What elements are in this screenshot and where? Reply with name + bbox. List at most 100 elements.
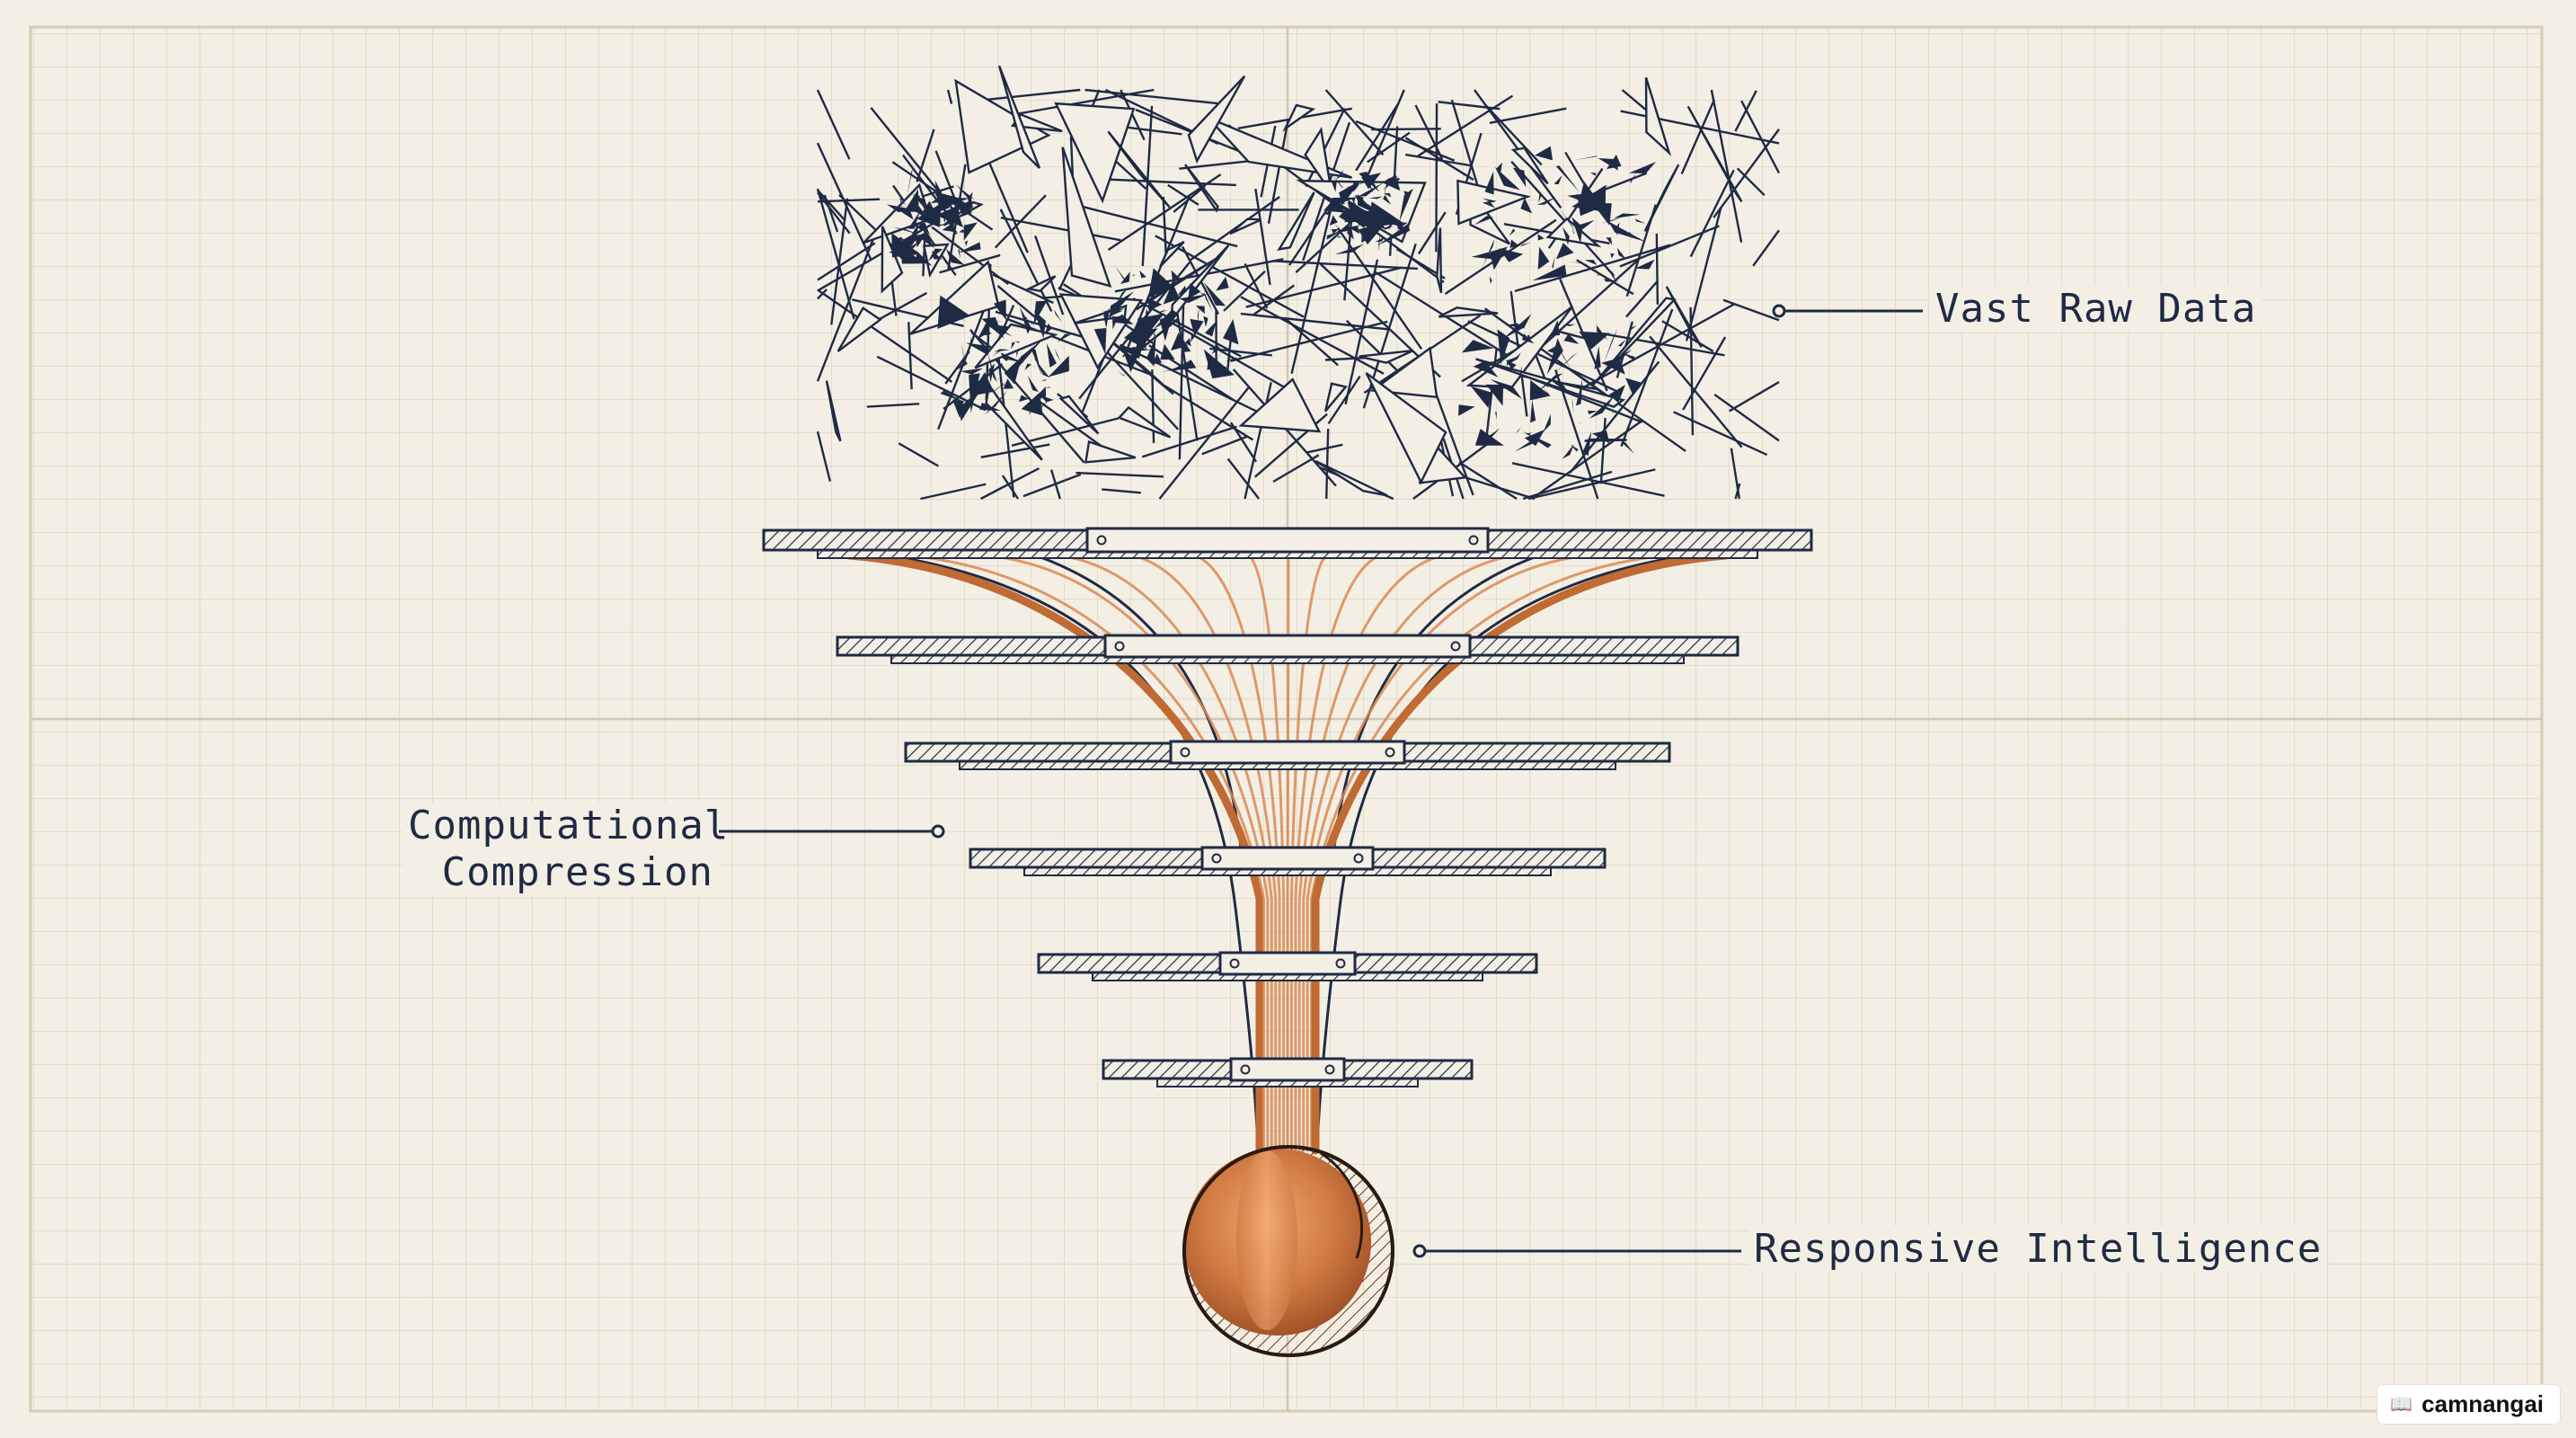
data-fragment-dark — [1579, 422, 1581, 424]
data-fragment-line — [1673, 411, 1768, 457]
data-fragment-dark — [1538, 192, 1542, 204]
data-fragment-line — [931, 226, 1009, 286]
data-fragment-dark — [1571, 217, 1583, 244]
data-fragment-dark — [1473, 360, 1499, 377]
data-fragment-shard — [1054, 102, 1136, 204]
data-fragment-dark — [887, 204, 912, 213]
data-fragment-dark — [1016, 350, 1019, 358]
data-fragment-dark — [912, 224, 925, 231]
data-fragment-dark — [1595, 268, 1599, 277]
data-fragment-dark — [1543, 387, 1550, 395]
data-fragment-line — [994, 194, 1047, 249]
data-fragment-dark — [949, 226, 959, 235]
data-fragment-dark — [1329, 215, 1338, 226]
label-computational-compression: Computational Compression — [403, 803, 728, 896]
data-fragment-shard — [1643, 164, 1680, 232]
data-fragment-line — [1272, 454, 1320, 484]
data-fragment-line — [1355, 120, 1456, 162]
data-fragment-dark — [1594, 345, 1601, 369]
data-fragment-dark — [919, 222, 931, 236]
plate-bolt — [1240, 1064, 1251, 1075]
data-fragment-dark — [1515, 427, 1521, 434]
data-fragment-dark — [1606, 155, 1622, 170]
data-fragment-line — [817, 288, 953, 383]
data-fragment-dark — [1543, 413, 1551, 432]
data-fragment-shard — [1238, 377, 1322, 433]
data-fragment-dark — [977, 320, 989, 340]
data-fragment-dark — [996, 376, 1009, 389]
data-fragment-line — [1599, 417, 1607, 484]
data-fragment-shard — [1545, 217, 1602, 248]
data-fragment-dark — [914, 195, 921, 201]
copper-filament — [1311, 551, 1731, 1155]
data-fragment-dark — [1054, 348, 1061, 362]
data-fragment-shard — [997, 65, 1041, 169]
plate-center-collar — [1200, 846, 1375, 871]
data-fragment-line — [1414, 104, 1444, 160]
data-fragment-shard — [922, 243, 950, 279]
data-fragment-dark — [1490, 378, 1523, 400]
data-fragment-line — [817, 198, 881, 203]
data-fragment-dark — [1611, 271, 1616, 282]
data-fragment-dark — [1563, 333, 1580, 344]
data-fragment-line — [1489, 107, 1567, 125]
data-fragment-line — [997, 355, 1015, 498]
data-fragment-dark — [1555, 165, 1580, 193]
data-fragment-dark — [1216, 346, 1224, 366]
data-fragment-line — [1685, 207, 1722, 342]
compression-plate — [904, 740, 1671, 770]
data-fragment-dark — [956, 207, 959, 212]
data-fragment-line — [982, 88, 1081, 102]
plate-left-segment — [836, 635, 1107, 657]
data-fragment-dark — [1179, 294, 1208, 304]
data-fragment-dark — [1160, 343, 1175, 360]
plate-right-segment — [1371, 848, 1607, 869]
data-fragment-dark — [1159, 314, 1173, 342]
data-fragment-dark — [916, 232, 934, 248]
data-fragment-dark — [1512, 167, 1527, 188]
data-fragment-dark — [1326, 231, 1340, 240]
data-fragment-line — [1076, 204, 1238, 248]
data-fragment-dark — [1160, 366, 1182, 373]
data-fragment-dark — [1573, 155, 1598, 161]
plate-center-collar — [1218, 951, 1357, 976]
plate-bolt — [1468, 535, 1479, 546]
data-fragment-dark — [1499, 248, 1524, 262]
data-fragment-dark — [1114, 266, 1127, 281]
data-fragment-dark — [906, 222, 919, 245]
data-fragment-shard — [1107, 130, 1171, 209]
data-fragment-dark — [946, 249, 965, 265]
data-fragment-dark — [998, 326, 1014, 337]
watermark-badge: 📖 camnangai — [2377, 1385, 2560, 1424]
data-fragment-dark — [899, 206, 912, 207]
data-fragment-dark — [1514, 434, 1541, 452]
copper-filament — [845, 551, 1264, 1155]
data-fragment-dark — [1360, 172, 1374, 193]
plate-right-segment — [1353, 953, 1538, 974]
data-fragment-dark — [1537, 234, 1545, 241]
data-fragment-dark — [1571, 400, 1574, 414]
data-fragment-dark — [1216, 276, 1229, 291]
data-fragment-dark — [899, 198, 902, 207]
data-fragment-dark — [1547, 346, 1555, 354]
data-fragment-line — [1167, 183, 1199, 206]
compression-plate — [1102, 1057, 1474, 1087]
data-fragment-dark — [1601, 217, 1623, 224]
data-fragment-line — [1158, 386, 1250, 500]
data-fragment-dark — [1610, 253, 1615, 259]
data-fragment-line — [1483, 307, 1607, 396]
data-fragment-dark — [1589, 173, 1597, 176]
data-fragment-line — [1511, 462, 1665, 497]
plate-left-segment — [1102, 1059, 1233, 1080]
data-fragment-dark — [905, 241, 919, 255]
data-fragment-dark — [1000, 352, 1025, 364]
data-fragment-dark — [1145, 308, 1149, 322]
data-fragment-dark — [1120, 271, 1130, 285]
data-fragment-dark — [1121, 346, 1133, 358]
data-fragment-dark — [1179, 333, 1191, 352]
plate-right-segment — [1468, 635, 1739, 657]
data-fragment-dark — [1385, 226, 1394, 230]
data-fragment-dark — [1115, 289, 1127, 306]
data-fragment-dark — [1630, 172, 1637, 183]
data-fragment-shard — [974, 323, 1058, 369]
